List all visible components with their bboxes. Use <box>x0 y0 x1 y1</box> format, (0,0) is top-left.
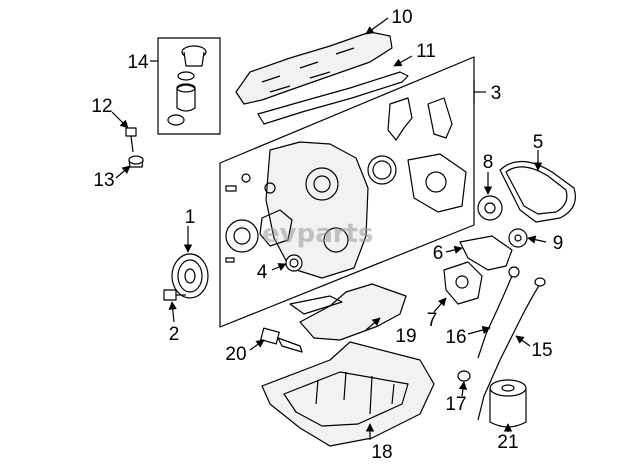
grommet-icon <box>128 155 144 168</box>
bracket-left <box>387 97 413 141</box>
timing-cover <box>265 141 369 279</box>
water-outlet-gasket <box>367 155 397 185</box>
tensioner-bracket <box>459 235 513 271</box>
water-pump <box>443 261 483 305</box>
dipstick-o-ring <box>457 370 471 382</box>
callout-11: 11 <box>416 41 436 62</box>
callout-8: 8 <box>483 152 494 173</box>
callout-20: 20 <box>225 344 246 365</box>
bracket-right <box>427 97 453 139</box>
oil-pressure-sensor <box>260 327 303 353</box>
callout-19: 19 <box>395 326 416 347</box>
dipstick-tube <box>477 283 541 421</box>
callout-3: 3 <box>491 83 502 104</box>
seal-kit-box <box>157 37 221 135</box>
bolt-icon <box>125 127 137 153</box>
oil-pan <box>261 341 435 447</box>
oil-pan-baffle <box>299 283 407 341</box>
watermark-text: evparts <box>262 219 373 249</box>
filler-tube-icon <box>167 83 196 126</box>
cover-boss <box>305 167 339 201</box>
callout-2: 2 <box>169 324 180 345</box>
timing-cover-gasket <box>407 153 467 213</box>
oil-pan-gasket-strip <box>289 295 343 315</box>
oil-dipstick <box>477 275 513 359</box>
valve-cover <box>235 31 393 105</box>
callout-12: 12 <box>91 96 112 117</box>
front-crank-seal <box>285 254 303 272</box>
cam-actuator <box>225 219 259 253</box>
callout-14: 14 <box>127 52 149 73</box>
callout-1: 1 <box>185 207 196 228</box>
callout-4: 4 <box>257 262 268 283</box>
callout-16: 16 <box>445 327 466 348</box>
leader-lines <box>111 17 547 440</box>
timing-chain <box>499 160 576 223</box>
balancer-bolt <box>163 289 186 301</box>
callout-7: 7 <box>427 310 438 331</box>
crank-sprocket <box>508 228 528 248</box>
timing-cover-assembly-panel <box>219 56 475 328</box>
harmonic-balancer <box>171 253 209 299</box>
callout-5: 5 <box>533 132 544 153</box>
callout-17: 17 <box>445 394 466 415</box>
callout-15: 15 <box>531 340 552 361</box>
cam-sprocket <box>477 195 503 221</box>
callout-21: 21 <box>497 432 518 453</box>
oil-fill-cap-icon <box>177 45 207 81</box>
valve-cover-ribs <box>261 47 355 93</box>
valve-cover-gasket <box>257 71 409 125</box>
callout-6: 6 <box>433 243 444 264</box>
cover-plate <box>259 209 293 247</box>
callout-9: 9 <box>553 233 564 254</box>
callout-10: 10 <box>391 7 412 28</box>
callout-13: 13 <box>93 170 114 191</box>
callout-18: 18 <box>371 442 392 463</box>
oil-filter <box>489 379 527 428</box>
